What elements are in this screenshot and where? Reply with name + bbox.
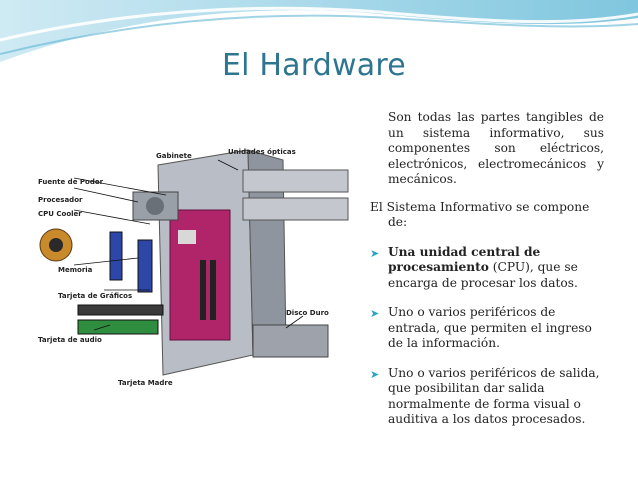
bullet-bold-text: Una unidad central de procesamiento (388, 244, 541, 275)
label-unidades-opticas: Unidades ópticas (228, 148, 296, 156)
label-cooler: CPU Cooler (38, 210, 82, 218)
arrow-right-icon: ➤ (370, 307, 380, 320)
bullet-item: ➤ Uno o varios periféricos de entrada, q… (370, 305, 604, 352)
slide-body: Son todas las partes tangibles de un sis… (370, 110, 604, 442)
subheading-line1: El Sistema Informativo se compone (370, 199, 590, 214)
tower-case-illustration (39, 149, 349, 376)
bullet-text: Uno o varios periféricos de entrada, que… (388, 305, 592, 350)
arrow-right-icon: ➤ (370, 367, 380, 381)
label-procesador: Procesador (38, 196, 83, 204)
label-disco: Disco Duro (286, 309, 329, 317)
slide-title: El Hardware (222, 48, 406, 83)
label-audio: Tarjeta de audio (38, 336, 102, 344)
arrow-right-icon: ➤ (370, 246, 380, 260)
bullet-text: (CPU), que se encarga de procesar los da… (388, 260, 578, 290)
subheading-line2: de: (388, 215, 408, 229)
bullet-item: ➤ Uno o varios periféricos de salida, qu… (370, 366, 604, 428)
label-graficos: Tarjeta de Gráficos (58, 292, 132, 300)
label-madre: Tarjeta Madre (118, 379, 173, 387)
intro-paragraph: Son todas las partes tangibles de un sis… (388, 110, 604, 186)
subheading: El Sistema Informativo se compone de: (370, 200, 604, 231)
bullet-item: ➤ Una unidad central de procesamiento (C… (370, 245, 604, 292)
label-fuente: Fuente de Poder (38, 178, 104, 186)
label-gabinete: Gabinete (156, 152, 192, 160)
computer-hardware-diagram: Gabinete Unidades ópticas Fuente de Pode… (38, 148, 349, 387)
bullet-text: Uno o varios periféricos de salida, que … (388, 365, 600, 427)
label-memoria: Memoria (58, 266, 93, 274)
header-wave-decoration (0, 0, 638, 62)
